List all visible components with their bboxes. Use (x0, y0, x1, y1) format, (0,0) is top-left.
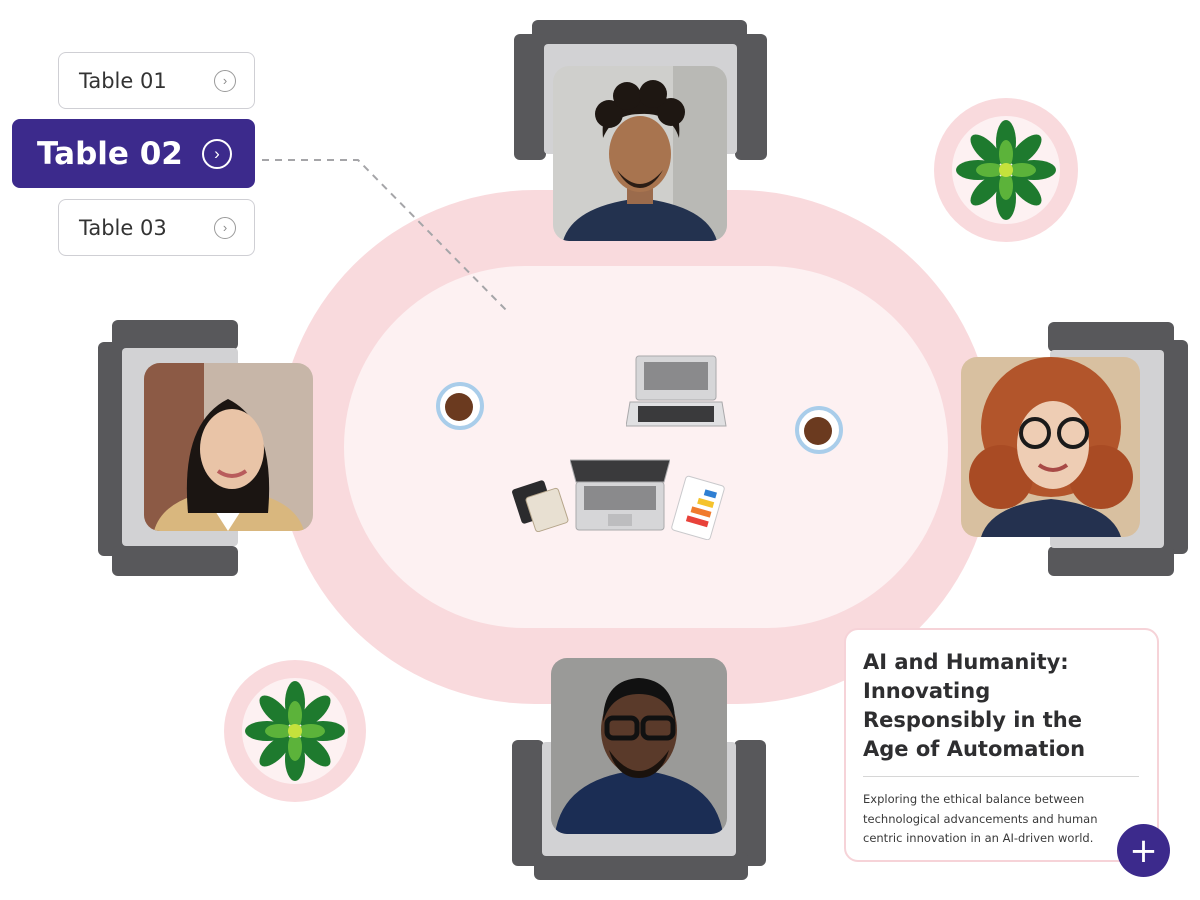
table-button-label: Table 01 (79, 68, 167, 93)
participant-photo-bottom[interactable] (551, 658, 727, 834)
chevron-right-circle-icon: › (214, 216, 236, 239)
table-button-02[interactable]: Table 02 › (12, 119, 255, 188)
participant-photo-right[interactable] (961, 357, 1140, 537)
table-button-01[interactable]: Table 01 › (58, 52, 255, 109)
laptop-icon (626, 355, 727, 427)
table-button-label: Table 02 (37, 135, 183, 172)
coffee-cup-icon (795, 406, 843, 454)
plant-icon (956, 120, 1056, 220)
session-description: Exploring the ethical balance between te… (863, 792, 1098, 845)
chevron-right-circle-icon: › (214, 69, 236, 92)
session-title: AI and Humanity: Innovating Responsibly … (863, 650, 1086, 761)
session-info-card: AI and Humanity: Innovating Responsibly … (844, 628, 1159, 862)
chevron-right-circle-icon: › (202, 138, 232, 169)
participant-photo-left[interactable] (144, 363, 313, 531)
report-chart-icon (671, 475, 725, 540)
table-button-label: Table 03 (79, 215, 167, 240)
laptop-icon (570, 459, 670, 531)
plus-icon: + (1129, 830, 1158, 871)
table-button-03[interactable]: Table 03 › (58, 199, 255, 256)
notebook-icon (512, 480, 569, 532)
plant-icon (245, 681, 345, 781)
participant-photo-top[interactable] (553, 66, 727, 241)
add-button[interactable]: + (1117, 824, 1170, 877)
coffee-cup-icon (436, 382, 484, 430)
card-divider (863, 776, 1139, 777)
table-inner (344, 266, 948, 628)
